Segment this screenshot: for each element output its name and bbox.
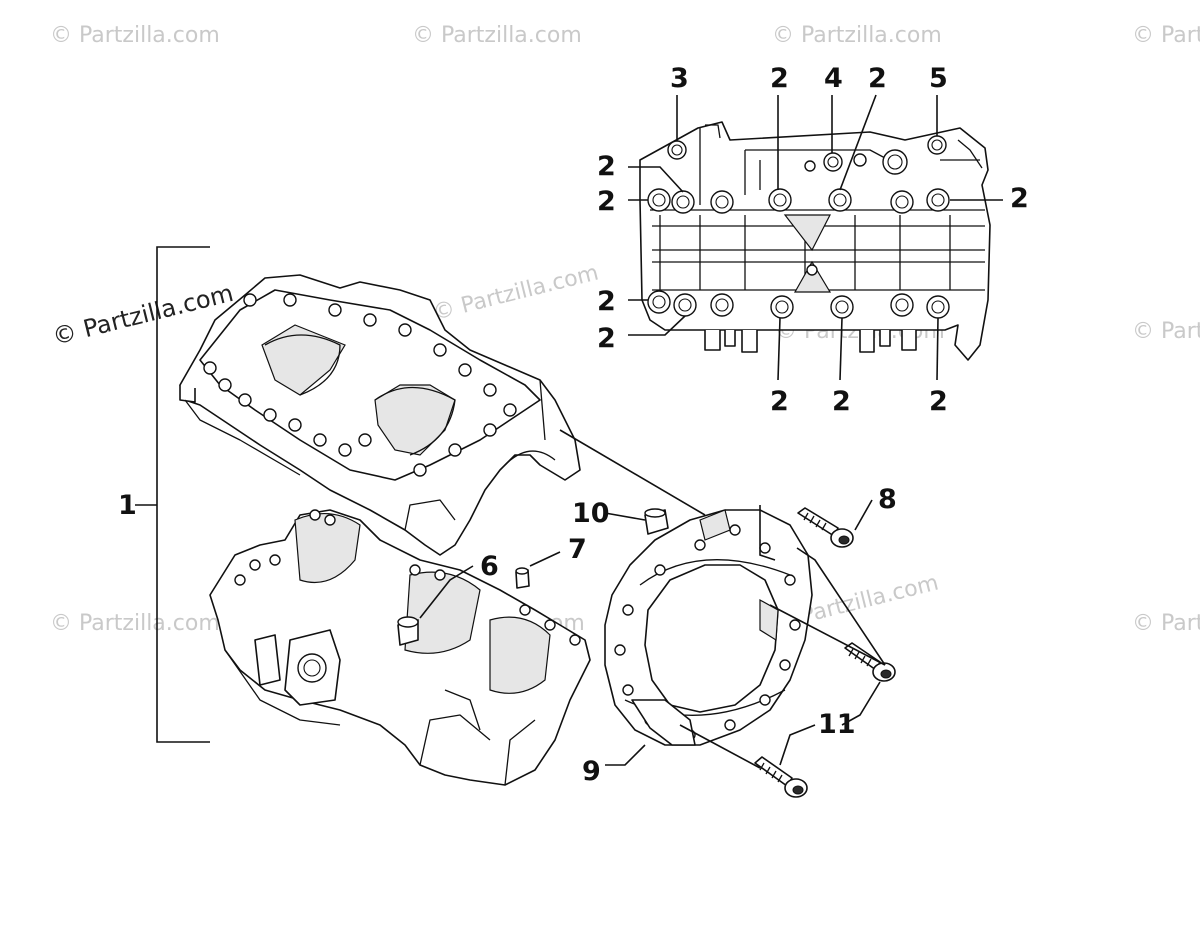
callout-8: 8	[878, 484, 897, 515]
assembly-bracket	[135, 246, 210, 743]
callout-11: 11	[818, 709, 856, 740]
watermark-text: © Partzilla.com	[1132, 319, 1200, 344]
watermark-text: © Partzilla.com	[772, 23, 942, 48]
callout-6: 6	[480, 551, 499, 582]
crankcase-bottom-view	[639, 121, 991, 361]
callout-9: 9	[582, 756, 601, 787]
part-8-bolt	[797, 507, 854, 548]
watermark-text: © Partzilla.com	[430, 260, 601, 325]
part-7-dowel	[515, 567, 530, 589]
callout-10: 10	[572, 498, 610, 529]
watermark-text: © Partzilla.com	[1132, 23, 1200, 48]
callout-2: 2	[868, 63, 887, 94]
callout-1: 1	[118, 490, 137, 521]
callout-7: 7	[568, 534, 587, 565]
callout-5: 5	[929, 63, 948, 94]
leader-lines	[419, 94, 1003, 766]
callout-2: 2	[832, 386, 851, 417]
watermark-text: © Partzilla.com	[50, 611, 220, 636]
upper-crankcase-half	[179, 274, 581, 556]
callout-2: 2	[597, 186, 616, 217]
part-10-dowel	[644, 508, 669, 535]
watermark-text: © Partzilla.com	[50, 23, 220, 48]
callout-4: 4	[824, 63, 843, 94]
lower-crankcase-half	[209, 509, 591, 786]
callout-2: 2	[597, 151, 616, 182]
watermark-text: © Partzilla.com	[1132, 611, 1200, 636]
callout-2: 2	[1010, 183, 1029, 214]
callout-2: 2	[597, 323, 616, 354]
callout-2: 2	[770, 386, 789, 417]
callout-2: 2	[929, 386, 948, 417]
part-11-bolt-lower	[754, 756, 808, 798]
alignment-lines	[559, 429, 886, 769]
callout-3: 3	[670, 63, 689, 94]
part-9-housing	[604, 509, 813, 746]
watermark-text: © Partzilla.com	[412, 23, 582, 48]
callout-2: 2	[770, 63, 789, 94]
callout-2: 2	[597, 286, 616, 317]
callout-labels: 3 2 4 2 5 2 2 2 2 2 2 2 2 1 6 7 10 8 11 …	[118, 63, 1029, 787]
